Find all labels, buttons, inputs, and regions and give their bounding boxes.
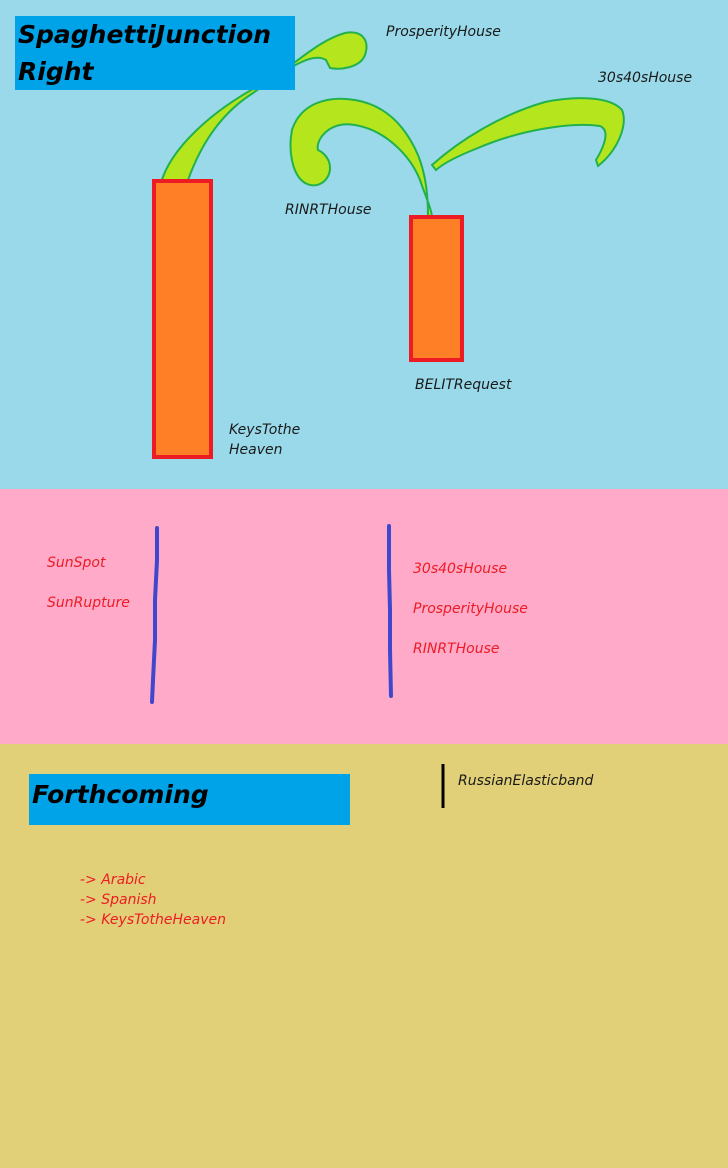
left-item-sunspot: SunSpot <box>47 555 106 571</box>
title-line-2: Right <box>18 57 94 86</box>
forthcoming-list: -> Arabic -> Spanish -> KeysTotheHeaven <box>80 870 226 930</box>
pillar-keys-to-the-heaven <box>152 179 213 459</box>
vine-prosperity <box>159 31 368 184</box>
russian-elasticband-note: RussianElasticband <box>458 773 594 789</box>
list-item-arabic: -> Arabic <box>80 872 146 888</box>
right-item-rinrt-house: RINRTHouse <box>413 641 500 657</box>
page-title: SpaghettiJunction Right <box>15 16 295 90</box>
label-30s40s-house: 30s40sHouse <box>598 70 693 86</box>
label-rinrt-house: RINRTHouse <box>285 202 372 218</box>
forthcoming-title: Forthcoming <box>29 774 350 825</box>
divider-right <box>387 524 393 698</box>
right-item-prosperity-house: ProsperityHouse <box>413 601 528 617</box>
middle-section <box>0 489 728 744</box>
left-item-sunrupture: SunRupture <box>47 595 130 611</box>
label-prosperity-house: ProsperityHouse <box>386 24 501 40</box>
keys-line-2: Heaven <box>229 442 283 458</box>
vine-thirties <box>430 97 625 172</box>
pillar-belit-request <box>409 215 464 362</box>
keys-line-1: KeysTothe <box>229 422 301 438</box>
divider-left <box>150 526 159 704</box>
list-item-keys-to-the-heaven: -> KeysTotheHeaven <box>80 912 226 928</box>
list-item-spanish: -> Spanish <box>80 892 157 908</box>
label-keys-to-the-heaven: KeysTothe Heaven <box>229 420 300 460</box>
title-line-1: SpaghettiJunction <box>18 20 272 49</box>
right-item-30s40s-house: 30s40sHouse <box>413 561 508 577</box>
vine-rinrt <box>289 97 434 219</box>
label-belit-request: BELITRequest <box>415 377 512 393</box>
